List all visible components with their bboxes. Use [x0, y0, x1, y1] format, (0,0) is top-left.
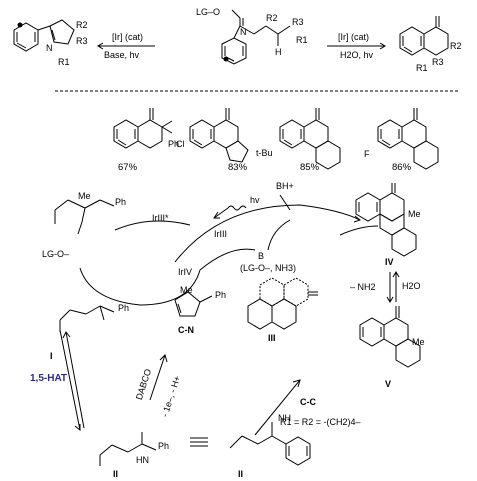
- pyrroline-product: [13, 19, 75, 52]
- label-V: V: [385, 379, 392, 389]
- IIb-nh-label: NH: [278, 413, 291, 423]
- substrate-h-label: H: [275, 47, 282, 57]
- substrate-r3-label: R3: [292, 17, 304, 27]
- substrate-r1-label: R1: [296, 35, 308, 45]
- label-II: II: [113, 469, 119, 479]
- ir-iii-label: IrIII: [214, 229, 227, 239]
- cycle-arc-right: [174, 204, 361, 263]
- iv-me-label: Me: [408, 209, 421, 219]
- II-ph-label: Ph: [158, 441, 170, 451]
- oxime-substrate: [221, 9, 291, 65]
- base-detail-label: (LG-O–, NH3): [240, 263, 297, 273]
- structure-II-left: [99, 432, 157, 466]
- product-2-sub: Cl: [176, 139, 185, 149]
- product-2: [189, 108, 249, 163]
- structure-IV: [355, 183, 417, 257]
- h2o-label: H2O: [402, 281, 421, 291]
- cycle-arc-top: [114, 220, 191, 231]
- left-n-label: N: [46, 43, 53, 53]
- label-III: III: [268, 333, 276, 343]
- lg-o-minus-label: LG-O–: [42, 249, 70, 259]
- I-ph-label: Ph: [118, 303, 130, 313]
- left-r3-label: R3: [76, 36, 88, 46]
- yield-4: 86%: [392, 162, 412, 173]
- cycle-arc-left: [79, 267, 201, 306]
- label-IV: IV: [385, 257, 394, 267]
- structure-I: [59, 305, 115, 332]
- right-r2-label: R2: [450, 41, 462, 51]
- substrate-n-label: N: [240, 27, 247, 37]
- left-r2-label: R2: [76, 20, 88, 30]
- cn-ph-label: Ph: [215, 290, 227, 300]
- structure-CN: [174, 291, 213, 317]
- right-reagent-1: [Ir] (cat): [338, 32, 369, 42]
- mech-oxime: [54, 199, 115, 235]
- left-reagent-2: Base, hv: [104, 50, 140, 60]
- left-reagent-1: [Ir] (cat): [112, 32, 143, 42]
- cc-label: C-C: [300, 397, 316, 407]
- ir-star-label: IrIII*: [152, 213, 169, 223]
- product-1-sub: Ph: [168, 139, 180, 149]
- cn-me-label: Me: [180, 285, 193, 295]
- left-r1-label: R1: [58, 57, 70, 67]
- product-3: [279, 108, 341, 170]
- right-reagent-2: H2O, hv: [340, 50, 374, 60]
- ir-iv-label: IrIV: [178, 267, 193, 277]
- label-II-b: II: [238, 469, 244, 479]
- substrate-lg-label: LG–O: [196, 7, 221, 17]
- substrate-r2-label: R2: [266, 13, 278, 23]
- II-hn-label: HN: [136, 455, 149, 465]
- structure-II-right: [229, 422, 311, 466]
- product-1: [113, 108, 173, 149]
- structure-V: [359, 306, 421, 368]
- oxime-me-label: Me: [78, 191, 91, 201]
- hat-label: 1,5-HAT: [30, 373, 68, 384]
- yield-2: 83%: [228, 162, 248, 173]
- right-r3-label: R3: [432, 57, 444, 67]
- right-r1-label: R1: [416, 63, 428, 73]
- v-me-label: Me: [412, 337, 425, 347]
- base-label: B: [258, 251, 265, 261]
- structure-III: [247, 277, 318, 330]
- cn-label: C-N: [178, 325, 194, 335]
- bh-plus-label: BH+: [276, 181, 294, 191]
- label-I: I: [50, 351, 53, 361]
- r-definition: R1 = R2 = -(CH2)4–: [280, 417, 361, 427]
- hv-label: hv: [250, 195, 260, 205]
- nh2-loss-label: – NH2: [350, 282, 376, 292]
- hv-wave: [227, 205, 247, 211]
- oxime-ph-label: Ph: [115, 197, 127, 207]
- product-3-sub: t-Bu: [256, 148, 273, 158]
- yield-1: 67%: [118, 162, 138, 173]
- product-4-sub: F: [364, 149, 370, 159]
- yield-3: 85%: [300, 162, 320, 173]
- tetralone-product: [399, 16, 449, 56]
- product-4: [377, 108, 439, 170]
